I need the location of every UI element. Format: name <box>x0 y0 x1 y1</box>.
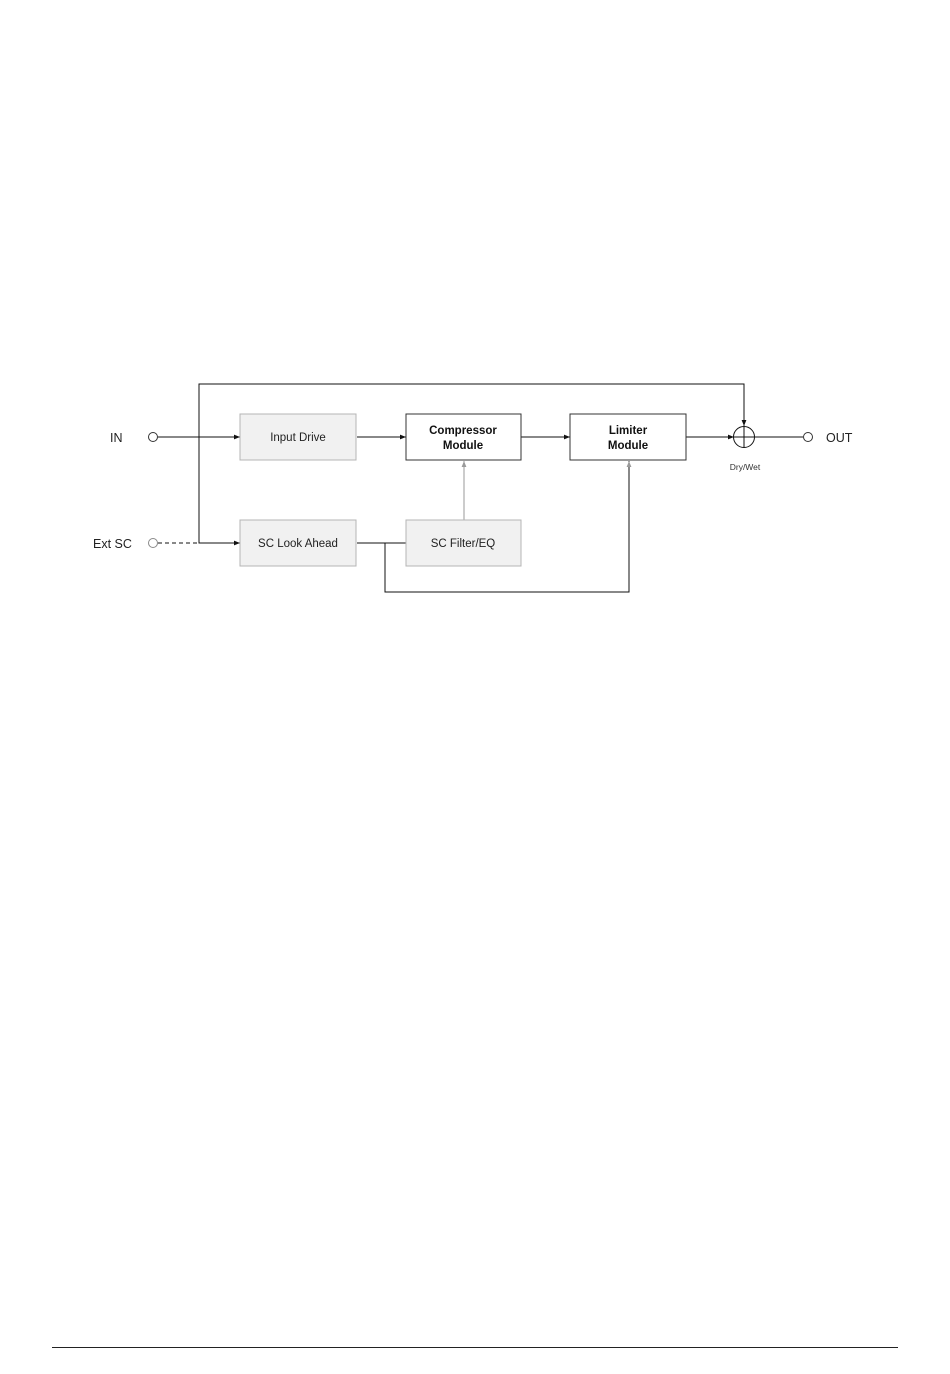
sc-look-ahead-block: SC Look Ahead <box>240 520 356 566</box>
compressor-label-line1: Compressor <box>429 425 497 437</box>
footer-rule <box>52 1347 898 1348</box>
limiter-module-block: Limiter Module <box>570 414 686 460</box>
input-drive-label: Input Drive <box>270 432 326 444</box>
out-label: OUT <box>826 431 853 445</box>
in-port <box>149 433 158 442</box>
limiter-label-line2: Module <box>608 440 648 452</box>
dry-wet-mixer <box>734 427 755 448</box>
dry-wet-label: Dry/Wet <box>730 462 761 472</box>
limiter-label-line1: Limiter <box>609 425 648 437</box>
out-port <box>804 433 813 442</box>
compressor-label-line2: Module <box>443 440 483 452</box>
compressor-module-block: Compressor Module <box>406 414 521 460</box>
ext-sc-port <box>149 539 158 548</box>
sc-look-ahead-label: SC Look Ahead <box>258 538 338 550</box>
in-label: IN <box>110 431 123 445</box>
input-drive-block: Input Drive <box>240 414 356 460</box>
sc-filter-eq-block: SC Filter/EQ <box>406 520 521 566</box>
wire-in-to-sidechain <box>199 437 240 543</box>
sc-filter-eq-label: SC Filter/EQ <box>431 538 496 550</box>
ext-sc-label: Ext SC <box>93 537 132 551</box>
